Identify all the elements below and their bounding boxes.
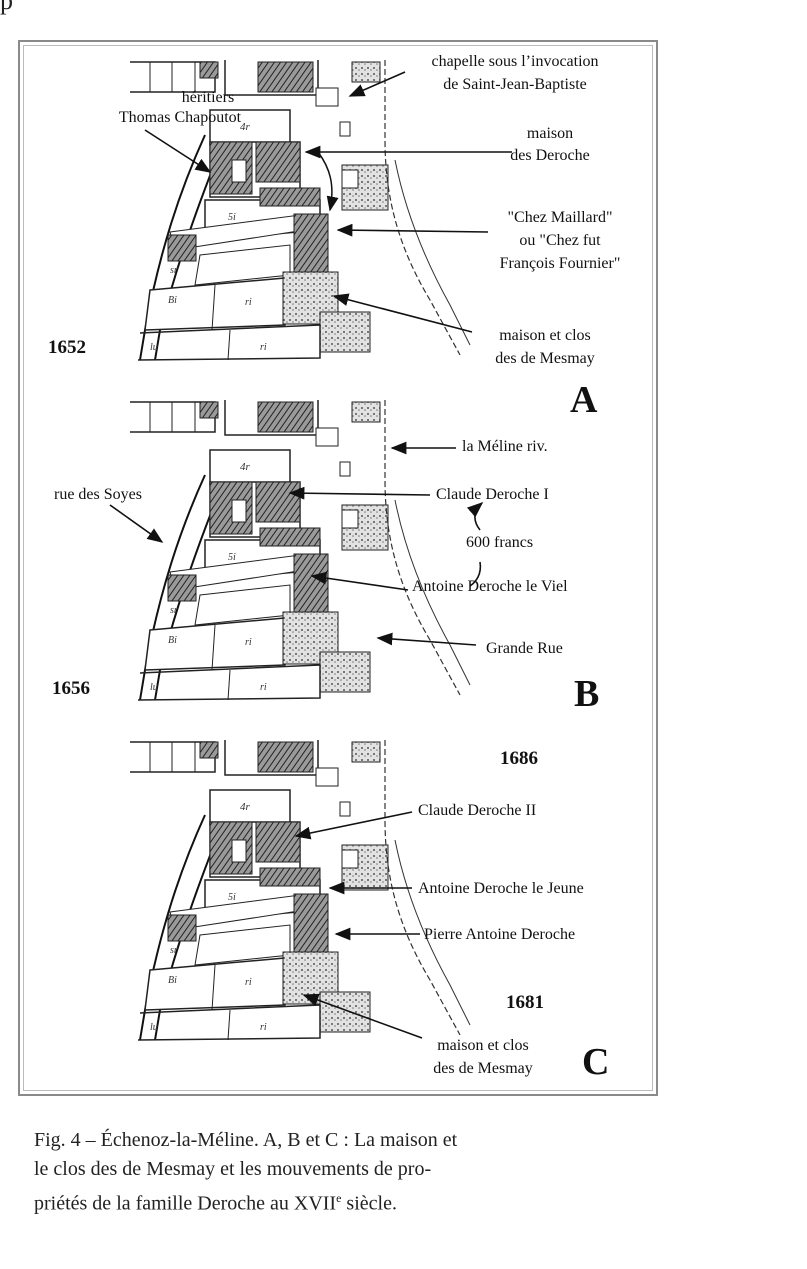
caption-line-2: le clos des de Mesmay et les mouvements … — [34, 1158, 432, 1180]
label-rue-soyes: rue des Soyes — [54, 486, 142, 503]
label-maison-line2: des Deroche — [510, 147, 590, 164]
map-panel-a — [129, 59, 471, 361]
arrows-panel-c — [294, 811, 423, 1039]
figure-caption: Fig. 4 – Échenoz-la-Méline. A, B et C : … — [34, 1126, 644, 1219]
arrows-panel-b — [109, 441, 484, 646]
label-chez-maillard-line1: "Chez Maillard" — [507, 209, 613, 226]
label-chez-maillard-line2: ou "Chez fut — [519, 232, 601, 249]
label-mesmay-c-line2: des de Mesmay — [433, 1060, 533, 1077]
label-maison-line1: maison — [526, 125, 574, 142]
page-fragment-text: p — [0, 0, 13, 15]
panel-letter-c: C — [582, 1041, 610, 1083]
year-1656: 1656 — [52, 678, 90, 699]
caption-line-1: Fig. 4 – Échenoz-la-Méline. A, B et C : … — [34, 1129, 458, 1151]
arrows-panel-a — [144, 71, 512, 333]
label-grande-rue: Grande Rue — [486, 640, 563, 657]
label-chapelle-line2: de Saint-Jean-Baptiste — [443, 76, 587, 93]
label-chez-maillard-line3: François Fournier" — [499, 255, 621, 272]
year-1652: 1652 — [48, 337, 86, 358]
label-600-francs: 600 francs — [466, 534, 534, 551]
caption-superscript: e — [336, 1191, 342, 1205]
label-antoine-deroche-jeune: Antoine Deroche le Jeune — [418, 880, 584, 897]
caption-line-3-end: siècle. — [341, 1192, 397, 1215]
label-meline: la Méline riv. — [462, 438, 548, 455]
label-pierre-antoine-deroche: Pierre Antoine Deroche — [424, 926, 576, 943]
caption-line-3-text: priétés de la famille Deroche au XVII — [34, 1192, 337, 1215]
label-chapelle-line1: chapelle sous l’invocation — [431, 53, 599, 70]
label-claude-deroche-2: Claude Deroche II — [418, 802, 537, 819]
map-panel-b — [129, 399, 471, 701]
label-antoine-deroche-viel: Antoine Deroche le Viel — [412, 578, 568, 595]
label-mesmay-a-line2: des de Mesmay — [495, 350, 595, 367]
caption-line-3: priétés de la famille Deroche au XVIIe s… — [34, 1184, 644, 1219]
label-mesmay-a-line1: maison et clos — [499, 327, 591, 344]
figure-frame — [18, 40, 658, 1096]
panel-letter-a: A — [570, 379, 598, 421]
year-1686: 1686 — [500, 748, 538, 769]
label-mesmay-c-line1: maison et clos — [437, 1037, 529, 1054]
panel-letter-b: B — [574, 673, 600, 715]
year-1681: 1681 — [506, 992, 544, 1013]
label-heritiers-line2: Thomas Chapoutot — [118, 109, 242, 126]
label-claude-deroche-1: Claude Deroche I — [436, 486, 549, 503]
label-heritiers-line1: héritiers — [181, 89, 235, 106]
